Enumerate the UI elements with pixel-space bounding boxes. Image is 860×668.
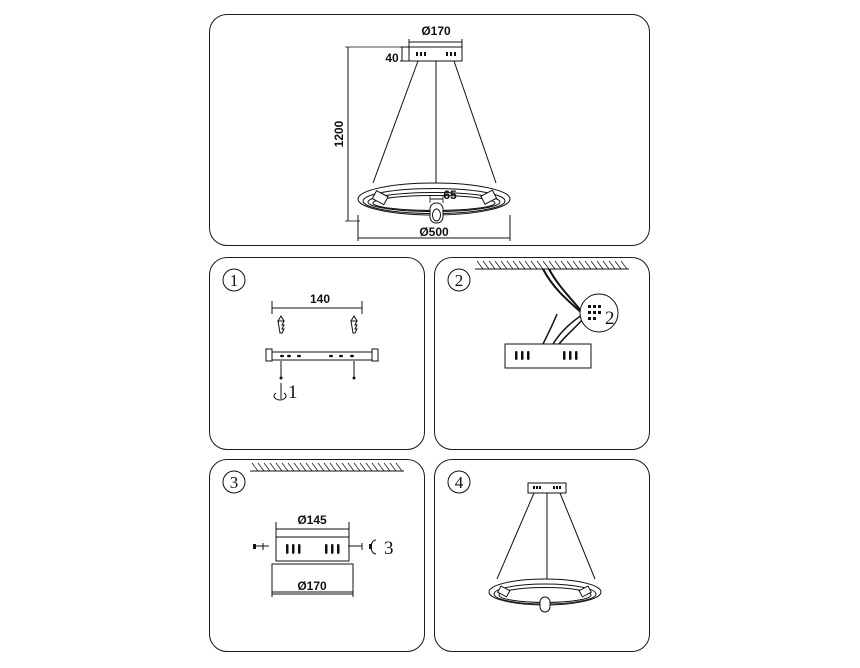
canopy-diameter-label: Ø170 bbox=[421, 24, 451, 38]
step-4-panel: 4 bbox=[434, 459, 650, 652]
suspension-wire-left bbox=[372, 60, 419, 184]
suspension-wire-right bbox=[453, 60, 497, 184]
step-4-number: 4 bbox=[455, 473, 464, 492]
step-1-screw-label: 1 bbox=[288, 382, 298, 403]
step-3-badge bbox=[222, 470, 246, 494]
suspension-wire-right bbox=[559, 492, 596, 580]
canopy-height-label: 40 bbox=[385, 51, 399, 65]
rotate-icon bbox=[273, 392, 287, 401]
step-1-badge bbox=[222, 268, 246, 292]
wall-plug-left bbox=[277, 315, 285, 334]
step-3-drawing: 3 Ø145 Ø170 3 bbox=[222, 462, 404, 597]
ring-diameter-label: Ø500 bbox=[419, 225, 449, 239]
overview-drawing: Ø170 40 1200 65 Ø500 bbox=[332, 24, 511, 241]
step-4-badge bbox=[447, 470, 471, 494]
step-3-panel: 3 Ø145 Ø170 3 bbox=[209, 459, 425, 652]
driver-capsule bbox=[429, 202, 444, 224]
step-1-number: 1 bbox=[230, 271, 239, 290]
side-screw-right bbox=[348, 543, 363, 550]
canopy-cap bbox=[271, 563, 354, 593]
step-1-panel: 1 140 1 bbox=[209, 257, 425, 450]
step-4-drawing: 4 bbox=[447, 470, 602, 613]
suspension-wire-left bbox=[496, 492, 535, 580]
bracket-width-label: 140 bbox=[310, 292, 330, 306]
step-2-badge bbox=[447, 268, 471, 292]
step-2-drawing: 2 2 bbox=[447, 260, 629, 369]
step-3-screw-label: 3 bbox=[384, 538, 394, 559]
cap-diameter-label: Ø170 bbox=[297, 579, 327, 593]
overview-panel: Ø170 40 1200 65 Ø500 bbox=[209, 14, 650, 246]
suspension-height-label: 1200 bbox=[332, 120, 346, 147]
step-1-drawing: 1 140 1 bbox=[222, 268, 379, 403]
step-2-number: 2 bbox=[455, 271, 464, 290]
step-2-connector-label: 2 bbox=[605, 308, 615, 329]
step-2-panel: 2 2 bbox=[434, 257, 650, 450]
canopy-box bbox=[504, 343, 592, 369]
step-3-number: 3 bbox=[230, 473, 239, 492]
side-screw-left bbox=[255, 543, 269, 550]
driver-capsule bbox=[539, 596, 551, 613]
ring-depth-label: 65 bbox=[443, 188, 457, 202]
base-diameter-label: Ø145 bbox=[297, 513, 327, 527]
wall-plug-right bbox=[350, 315, 358, 334]
